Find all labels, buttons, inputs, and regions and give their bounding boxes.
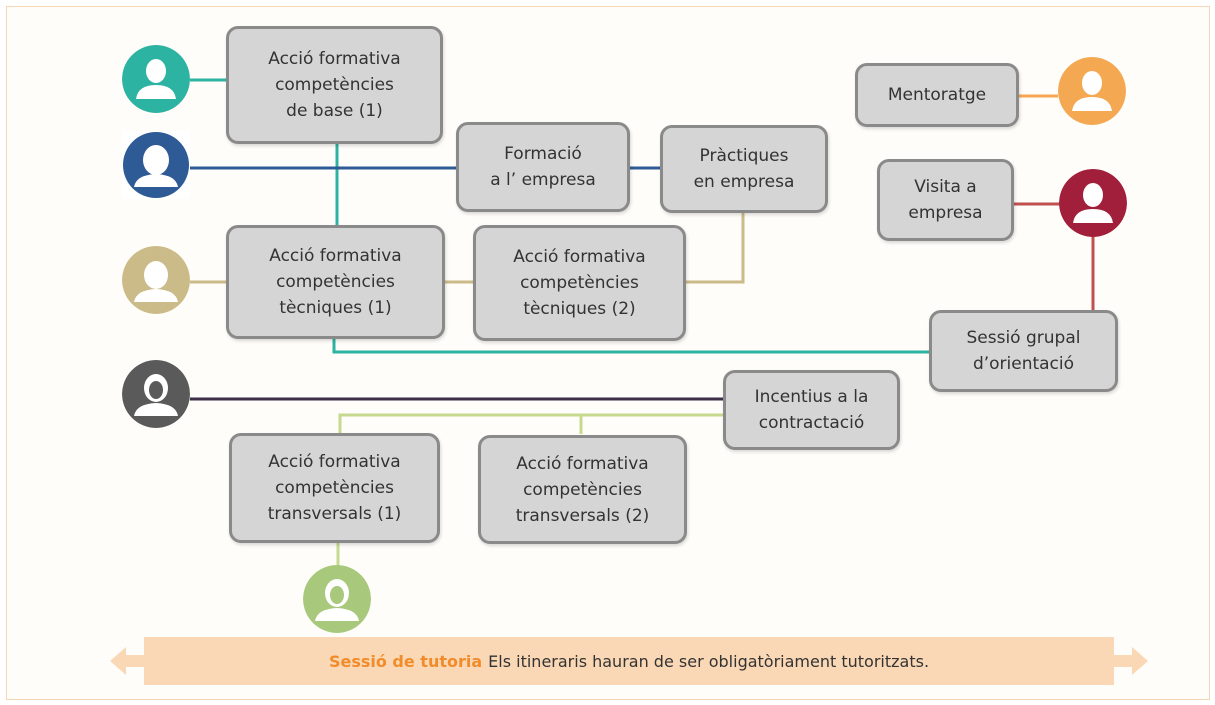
teal-link-to-sessio [332, 337, 931, 354]
box-practiques: Pràctiques en empresa [660, 125, 828, 213]
box-transversals1: Acció formativa competències transversal… [229, 433, 440, 543]
box-incentius: Incentius a la contractació [723, 370, 900, 450]
banner-text: Els itineraris hauran de ser obligatòria… [488, 651, 930, 671]
male-user-icon [122, 45, 190, 113]
box-tecniques1: Acció formativa competències tècniques (… [226, 225, 445, 339]
tutoring-banner: Sessió de tutoria Els itineraris hauran … [110, 637, 1148, 685]
female-user-icon [122, 360, 190, 428]
crimson-user-avatar [1059, 169, 1127, 237]
box-tecniques2: Acció formativa competències tècniques (… [473, 225, 686, 341]
box-base1: Acció formativa competències de base (1) [226, 26, 443, 144]
green-link-branch [338, 413, 724, 434]
box-formacio-empresa: Formació a l’ empresa [456, 122, 630, 212]
banner-highlight: Sessió de tutoria [328, 651, 483, 671]
orange-user-avatar [1058, 57, 1126, 125]
darkgray-user-avatar [122, 360, 190, 428]
box-visita: Visita a empresa [877, 159, 1014, 241]
female-user-icon [122, 131, 190, 199]
male-user-icon [1058, 57, 1126, 125]
double-arrow-shape [110, 637, 1148, 685]
khaki-link-practiques [685, 211, 745, 284]
navy-user-avatar [122, 131, 190, 199]
lightgreen-user-avatar [303, 565, 371, 633]
box-mentoratge: Mentoratge [855, 63, 1019, 127]
khaki-user-avatar [122, 246, 190, 314]
box-sessio-grupal: Sessió grupal d’orientació [929, 310, 1118, 392]
female-user-icon [303, 565, 371, 633]
box-transversals2: Acció formativa competències transversal… [478, 435, 687, 544]
female-user-icon [122, 246, 190, 314]
teal-user-avatar [122, 45, 190, 113]
male-user-icon [1059, 169, 1127, 237]
